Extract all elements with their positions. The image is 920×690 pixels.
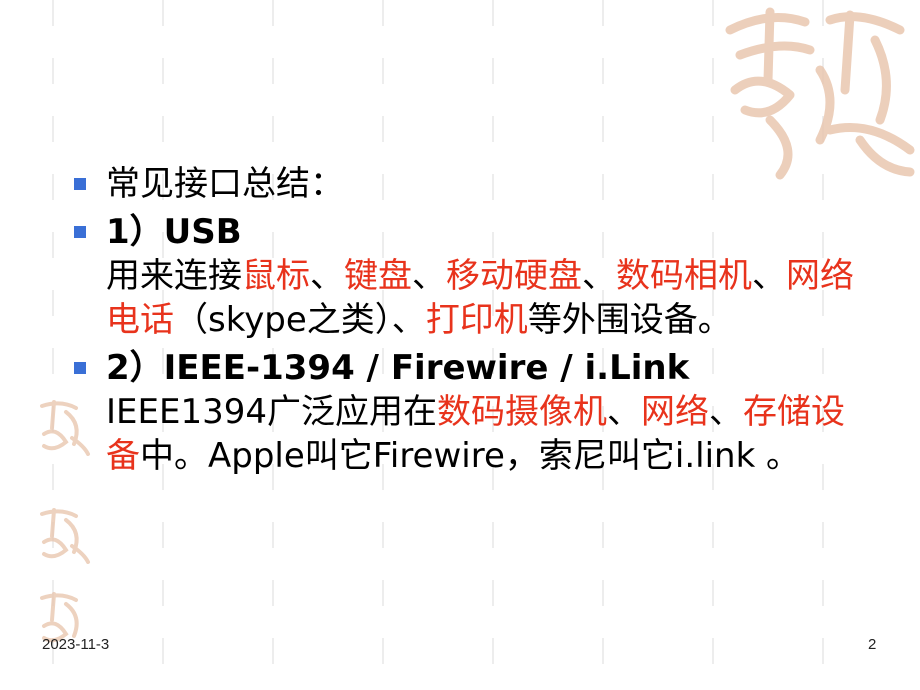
separator: 、 (582, 256, 616, 296)
usb-description: 用来连接鼠标、键盘、移动硬盘、数码相机、网络电话（skype之类）、打印机等外围… (106, 254, 864, 342)
firewire-device-camcorder: 数码摄像机 (437, 392, 608, 432)
separator: 、 (709, 392, 744, 432)
usb-device-keyboard: 键盘 (344, 256, 412, 296)
bullet-square-icon (74, 178, 86, 190)
usb-device-voip: 网络电话 (106, 256, 854, 340)
firewire-title: 2）IEEE-1394 / Firewire / i.Link (106, 348, 690, 388)
bullet-square-icon (74, 362, 86, 374)
footer-date: 2023-11-3 (42, 636, 110, 653)
separator: 、 (752, 256, 786, 296)
separator: 、 (412, 256, 446, 296)
slide-body: 常见接口总结： 1）USB 用来连接鼠标、键盘、移动硬盘、数码相机、网络电话（s… (74, 162, 864, 482)
firewire-text: IEEE1394广泛应用在 (106, 392, 438, 432)
firewire-text-end: 中。Apple叫它Firewire，索尼叫它i.link 。 (140, 436, 801, 476)
usb-device-mouse: 鼠标 (242, 256, 310, 296)
usb-title: 1）USB (106, 212, 242, 252)
firewire-device-storage: 存储设备 (106, 392, 846, 476)
heading-text: 常见接口总结： (106, 164, 344, 204)
usb-text-end: 等外围设备。 (527, 300, 732, 340)
bullet-firewire: 2）IEEE-1394 / Firewire / i.Link IEEE1394… (74, 346, 864, 478)
page-number: 2 (868, 636, 877, 653)
bullet-heading: 常见接口总结： (74, 162, 864, 206)
bullet-square-icon (74, 226, 86, 238)
usb-text-skype: （skype之类）、 (174, 300, 426, 340)
separator: 、 (607, 392, 642, 432)
usb-device-printer: 打印机 (425, 300, 528, 340)
firewire-description: IEEE1394广泛应用在数码摄像机、网络、存储设备中。Apple叫它Firew… (106, 390, 864, 478)
usb-device-hdd: 移动硬盘 (446, 256, 582, 296)
separator: 、 (310, 256, 344, 296)
bullet-usb: 1）USB 用来连接鼠标、键盘、移动硬盘、数码相机、网络电话（skype之类）、… (74, 210, 864, 342)
usb-device-camera: 数码相机 (616, 256, 752, 296)
firewire-device-network: 网络 (641, 392, 710, 432)
usb-text: 用来连接 (106, 256, 242, 296)
